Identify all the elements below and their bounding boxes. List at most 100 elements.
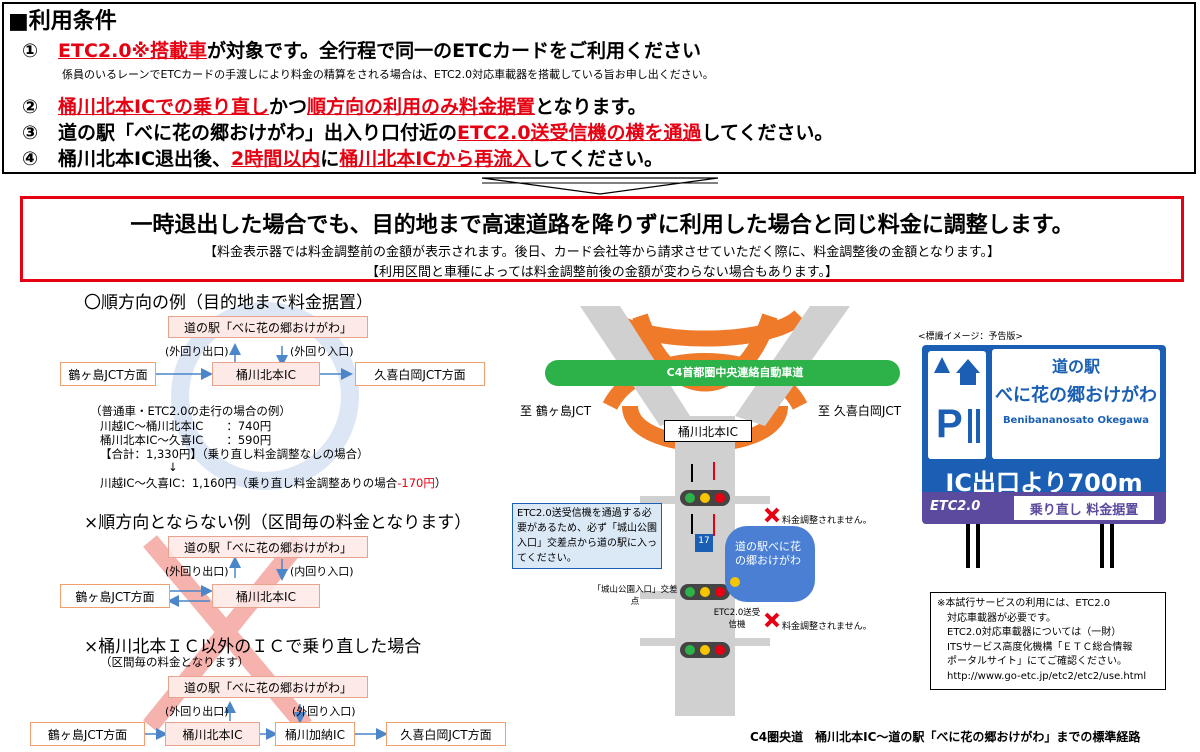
route-map [545, 306, 900, 716]
expressway-label: C4首都圏中央連絡自動車道 [666, 366, 804, 379]
okegawa-ic-box-1: 桶川北本IC [212, 362, 320, 386]
condition-2-d: となります。 [535, 96, 647, 118]
route-17-icon [695, 534, 713, 552]
exit-label-2: (外回り出口) [165, 565, 229, 578]
route-number: 17 [698, 536, 710, 546]
traffic-light-icon [680, 584, 730, 600]
no-adjust-label-2: 料金調整されません。 [782, 622, 872, 632]
calc-line-4-end: ） [434, 476, 447, 490]
sign-pictogram: P [928, 351, 986, 459]
map-station-label: 道の駅べに花の郷おけがわ [735, 540, 801, 568]
banner-main-text: 一時退出した場合でも、目的地まで高速道路を降りずに利用した場合と同じ料金に調整し… [130, 213, 1074, 238]
expressway-bar [545, 360, 900, 386]
entry-label-3: (外回り入口) [292, 705, 356, 718]
calc-line-3: 【合計：1,330円】（乗り直し料金調整なしの場合） [100, 447, 369, 461]
sign-title: 道の駅 [1051, 357, 1100, 376]
adjustment-banner: 一時退出した場合でも、目的地まで高速道路を降りずに利用した場合と同じ料金に調整し… [20, 196, 1184, 282]
kuki-box-1: 久喜白岡JCT方面 [355, 362, 485, 386]
condition-1: ① ETC2.0※搭載車が対象です。全行程で同一のETCカードをご利用ください [22, 36, 701, 63]
callout-box: ETC2.0送受信機を通過する必要があるため、必ず「城山公園入口」交差点から道の… [512, 503, 662, 569]
watermark-circle [171, 302, 359, 490]
sign-note: <標識イメージ：予告版> [918, 332, 1023, 342]
condition-4: ④ 桶川北本IC退出後、2時間以内に桶川北本ICから再流入してください。 [22, 144, 663, 171]
condition-4-b: 2時間以内 [231, 148, 321, 170]
sign-etc-panel: ETC2.0 乗り直し 料金据置 [922, 492, 1166, 524]
footnote-url[interactable]: http://www.go-etc.jp/etc2/etc2/use.html [947, 670, 1147, 682]
condition-2-c: 順方向の利用のみ料金据置 [307, 96, 536, 118]
example-2-header: ×順方向とならない例（区間毎の料金となります） [84, 513, 472, 533]
example-3-subheader: （区間毎の料金となります） [100, 655, 250, 669]
receiver-label: ETC2.0送受信機 [713, 608, 761, 630]
banner-sub-2: 【利用区間と車種によっては料金調整前後の金額が変わらない場合もあります。】 [366, 265, 838, 280]
station-pictogram-icon: P [934, 357, 980, 446]
intersection-label: 「城山公園入口」交差点 [592, 585, 678, 607]
exit-label-1: (外回り出口) [165, 345, 229, 358]
okegawa-ic-box-2: 桶川北本IC [212, 584, 320, 608]
condition-4-a: 桶川北本IC退出後、 [58, 148, 232, 170]
entry-label-2: (内回り入口) [290, 565, 354, 578]
condition-4-number: ④ [22, 148, 39, 170]
okegawa-ic-box-3: 桶川北本IC [165, 722, 260, 746]
banner-sub-1: 【料金表示器では料金調整前の金額が表示されます。後日、カード会社等から請求させて… [203, 245, 1001, 260]
sign-etc-logo: ETC2.0 [930, 499, 981, 514]
condition-2: ② 桶川北本ICでの乗り直しかつ順方向の利用のみ料金据置となります。 [22, 92, 647, 119]
svg-text:P: P [936, 402, 963, 446]
condition-3-a: 道の駅「べに花の郷おけがわ」出入り口付近の [58, 122, 458, 144]
footnote-box: ※本試行サービスの利用には、ETC2.0 対応車載器が必要です。 ETC2.0対… [930, 592, 1166, 690]
condition-2-a: 桶川北本ICでの乗り直し [58, 96, 270, 118]
no-adjust-x-icon [764, 612, 780, 628]
calc-arrow: ↓ [168, 460, 178, 474]
footnote-1: ※本試行サービスの利用には、ETC2.0 [937, 598, 1111, 609]
condition-4-d: 桶川北本ICから再流入 [339, 148, 532, 170]
calc-line-4-text: 川越IC～久喜IC：1,160円（乗り直し料金調整ありの場合 [100, 476, 398, 490]
equipped-label: ※搭載車 [131, 40, 208, 62]
calc-line-4: 川越IC～久喜IC：1,160円（乗り直し料金調整ありの場合-170円） [100, 475, 446, 491]
condition-1-note: 係員のいるレーンでETCカードの手渡しにより料金の精算をされる場合は、ETC2.… [62, 68, 714, 81]
station-area [725, 526, 815, 602]
tsurugashima-box-2: 鶴ヶ島JCT方面 [60, 584, 170, 608]
condition-4-c: に [320, 148, 340, 170]
etc-label: ETC2.0 [58, 40, 132, 62]
receiver-icon [730, 577, 740, 587]
down-arrow-icon [481, 177, 719, 195]
station-box-2: 道の駅「べに花の郷おけがわ」 [168, 536, 368, 558]
condition-4-e: してください。 [531, 148, 664, 170]
condition-2-number: ② [22, 96, 39, 118]
traffic-light-icon [680, 490, 730, 506]
station-box-1: 道の駅「べに花の郷おけがわ」 [168, 316, 368, 338]
signboard: P 道の駅 べに花の郷おけがわ Benibananosato Okegawa I… [922, 345, 1166, 521]
to-kuki: 至 久喜白岡JCT [818, 404, 902, 418]
condition-1-text: が対象です。全行程で同一のETCカードをご利用ください [207, 40, 702, 62]
calc-line-2: 桶川北本IC～久喜IC ：590円 [100, 433, 272, 447]
conditions-title: ■利用条件 [8, 9, 117, 34]
condition-3-number: ③ [22, 122, 39, 144]
example-1-header: 〇順方向の例（目的地まで料金据置） [84, 293, 373, 313]
station-box-3: 道の駅「べに花の郷おけがわ」 [168, 676, 368, 698]
sign-romaji: Benibananosato Okegawa [1002, 415, 1150, 426]
kano-ic-box: 桶川加納IC [275, 722, 355, 746]
conditions-panel [2, 2, 1196, 174]
footnote-2: 対応車載器が必要です。 [947, 612, 1056, 624]
map-caption: C4圏央道 桶川北本IC～道の駅「べに花の郷おけがわ」までの標準経路 [750, 730, 1141, 744]
footnote-5: ポータルサイト」にてご確認ください。 [947, 656, 1127, 667]
exit-label-3: (外回り出口) [165, 705, 229, 718]
calc-title: （普通車・ETC2.0の走行の場合の例） [90, 404, 291, 418]
footnote-4: ITSサービス高度化機構「ＥＴＣ総合情報 [947, 641, 1133, 653]
no-adjust-x-icon [764, 507, 780, 523]
entry-label-1: (外回り入口) [290, 345, 354, 358]
condition-3-b: ETC2.0送受信機の横を通過 [457, 122, 702, 144]
tsurugashima-box-1: 鶴ヶ島JCT方面 [60, 362, 156, 386]
traffic-light-icon [680, 642, 730, 658]
calc-line-1: 川越IC～桶川北本IC ：740円 [100, 419, 272, 433]
condition-3-c: してください。 [701, 122, 834, 144]
calc-saving: -170円 [397, 476, 435, 490]
sign-posts [966, 524, 1114, 568]
sign-name-panel: 道の駅 べに花の郷おけがわ Benibananosato Okegawa [992, 349, 1160, 459]
condition-2-b: かつ [269, 96, 308, 118]
condition-1-number: ① [22, 40, 39, 62]
map-ic-label: 桶川北本IC [664, 420, 752, 442]
no-adjust-label-1: 料金調整されません。 [782, 516, 872, 526]
condition-3: ③ 道の駅「べに花の郷おけがわ」出入り口付近のETC2.0送受信機の横を通過してく… [22, 118, 833, 145]
kuki-box-3: 久喜白岡JCT方面 [386, 722, 506, 746]
footnote-3: ETC2.0対応車載器については（一財） [947, 627, 1122, 638]
